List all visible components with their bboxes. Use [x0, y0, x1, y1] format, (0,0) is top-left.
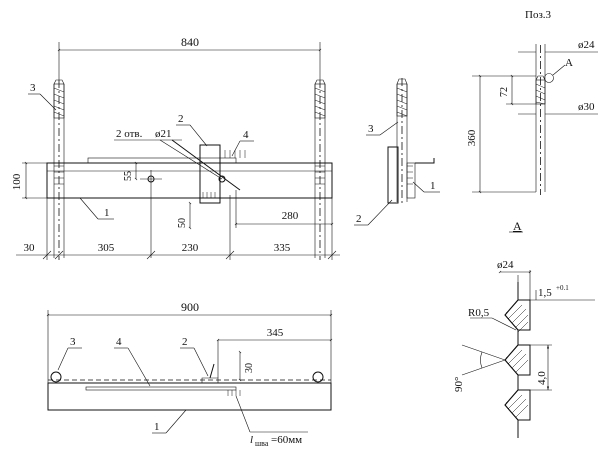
detail-circle: [544, 73, 554, 83]
dim-55: 55: [123, 171, 134, 181]
anchor-bolt-right: [314, 79, 326, 260]
detail-dia24: ø24: [497, 259, 514, 271]
dim-72: 72: [499, 87, 510, 97]
side-callout-1: 1: [430, 180, 436, 192]
callout-3: 3: [30, 82, 36, 94]
side-view: 3 2 1: [354, 78, 440, 226]
detail-pitch: 1,5: [538, 287, 552, 299]
weld-label: l: [250, 434, 253, 446]
side-callout-3: 3: [368, 123, 374, 135]
top-view: 900 345 30 3 4 2 1 l шва =60мм: [46, 300, 333, 448]
callout-2: 2: [178, 113, 184, 125]
dim-305: 305: [98, 242, 115, 254]
bolt-left-top: [50, 371, 62, 383]
dim-50: 50: [177, 218, 188, 228]
detail-depth: 4,0: [536, 371, 548, 385]
top-callout-4: 4: [116, 336, 122, 348]
callout-1: 1: [104, 207, 110, 219]
detail-angle: 90°: [453, 377, 465, 392]
bolt-right-top: [312, 371, 324, 383]
weld-value: =60мм: [271, 434, 302, 446]
dim-230: 230: [182, 242, 199, 254]
dim-dia24: ø24: [578, 39, 595, 51]
dim-900: 900: [181, 300, 199, 314]
dim-280: 280: [282, 210, 299, 222]
dim-335: 335: [274, 242, 291, 254]
dim-100: 100: [11, 173, 23, 190]
rod-hole: [218, 175, 226, 183]
gauge-plate: [199, 144, 221, 204]
detail-a-title: A: [513, 219, 522, 233]
dim-345: 345: [267, 327, 284, 339]
side-callout-2: 2: [356, 213, 362, 225]
pos3-title: Поз.3: [525, 9, 552, 21]
detail-a: A ø24 1,5 +0.1 R0,5 90° 4,0: [453, 219, 595, 438]
dim-dia30: ø30: [578, 101, 595, 113]
callout-4: 4: [243, 129, 249, 141]
top-callout-2: 2: [182, 336, 188, 348]
beam-outline: [46, 162, 333, 199]
top-callout-1: 1: [154, 421, 160, 433]
top-plate: [87, 157, 237, 164]
holes-dia: ø21: [155, 128, 172, 140]
top-callout-3: 3: [70, 336, 76, 348]
detail-pitch-tol: +0.1: [556, 284, 569, 292]
dim-30-top: 30: [244, 363, 255, 373]
weld-sub: шва: [255, 439, 269, 448]
position-3-view: Поз.3 A ø24 ø30 360 72: [466, 9, 598, 195]
dim-840: 840: [181, 35, 199, 49]
detail-radius: R0,5: [468, 307, 490, 319]
pos3-detail-marker: A: [565, 57, 573, 69]
holes-note: 2 отв.: [116, 128, 143, 140]
anchor-bolt-left: [53, 79, 65, 260]
dim-30: 30: [24, 242, 36, 254]
dim-360: 360: [466, 129, 478, 146]
front-view: 840 100 30 305 230 335 280 55 50 2 отв. …: [11, 35, 340, 260]
top-plate-strip: [85, 386, 237, 391]
